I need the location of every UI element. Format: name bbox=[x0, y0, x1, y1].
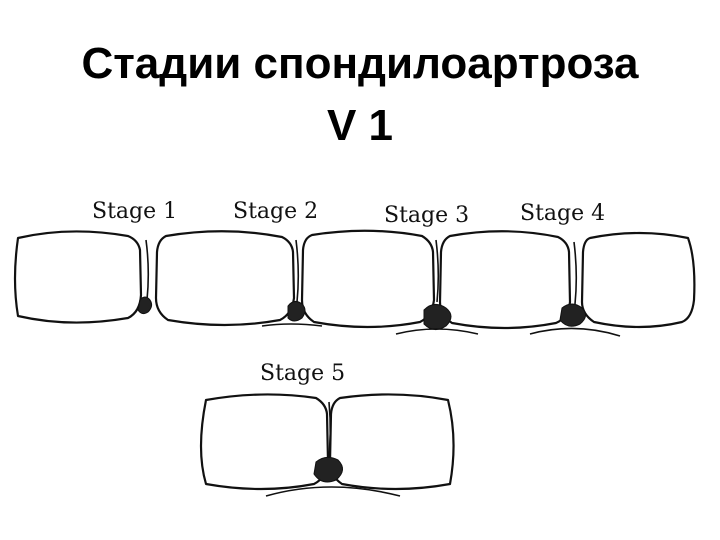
spur-stage-5 bbox=[314, 457, 343, 482]
vertebra-body-5 bbox=[582, 233, 694, 327]
joint-stage-1 bbox=[146, 240, 148, 300]
stage-label-3: Stage 3 bbox=[384, 203, 469, 228]
margin-stage-3 bbox=[396, 329, 478, 334]
margin-stage-4 bbox=[530, 328, 620, 336]
joint-stage-3 bbox=[436, 240, 438, 302]
spur-stage-1 bbox=[138, 297, 152, 314]
vertebra-body-7 bbox=[330, 394, 454, 489]
spur-stage-4 bbox=[560, 304, 586, 326]
top-vertebra-row bbox=[15, 231, 694, 328]
stage-label-4: Stage 4 bbox=[520, 201, 605, 226]
bottom-vertebra-pair bbox=[201, 394, 454, 496]
vertebra-body-2 bbox=[156, 231, 294, 325]
stage-label-1: Stage 1 bbox=[92, 199, 177, 224]
spur-stage-3 bbox=[424, 304, 451, 329]
vertebra-body-3 bbox=[302, 231, 434, 327]
joint-stage-4 bbox=[574, 242, 576, 304]
stage-label-5: Stage 5 bbox=[260, 361, 345, 386]
margin-stage-2 bbox=[262, 324, 322, 326]
vertebra-body-6 bbox=[201, 394, 328, 489]
vertebra-body-1 bbox=[15, 231, 141, 322]
vertebra-body-4 bbox=[440, 231, 570, 328]
spur-stage-2 bbox=[288, 301, 305, 321]
joint-stage-2 bbox=[296, 240, 298, 302]
stage-label-2: Stage 2 bbox=[233, 199, 318, 224]
